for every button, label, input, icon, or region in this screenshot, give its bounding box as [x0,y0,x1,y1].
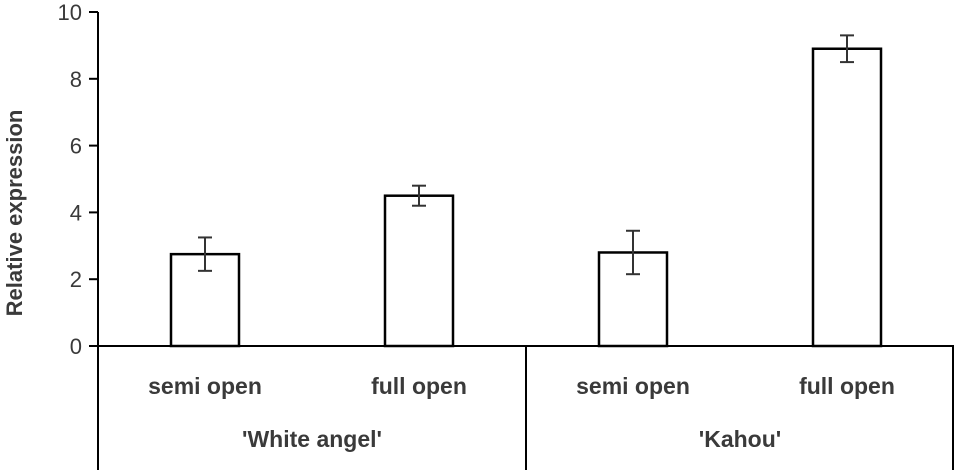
bar [811,47,883,348]
y-tick-label: 0 [70,334,82,359]
category-label: semi open [148,373,262,399]
labels: 0 2 4 6 8 10 semi open full open semi open full o… [58,0,895,452]
bar [597,251,669,348]
y-tick-label: 10 [58,0,82,25]
y-tick-label: 4 [70,200,82,225]
category-label: full open [799,373,895,399]
group-label: 'White angel' [242,426,382,452]
y-axis-title: Relative expression [2,110,27,317]
axes [89,11,954,470]
group-label: 'Kahou' [699,426,782,452]
category-label: semi open [576,373,690,399]
category-label: full open [371,373,467,399]
bar [383,194,455,348]
y-tick-label: 6 [70,134,82,159]
bars [169,34,883,348]
y-tick-label: 2 [70,267,82,292]
y-tick-label: 8 [70,67,82,92]
